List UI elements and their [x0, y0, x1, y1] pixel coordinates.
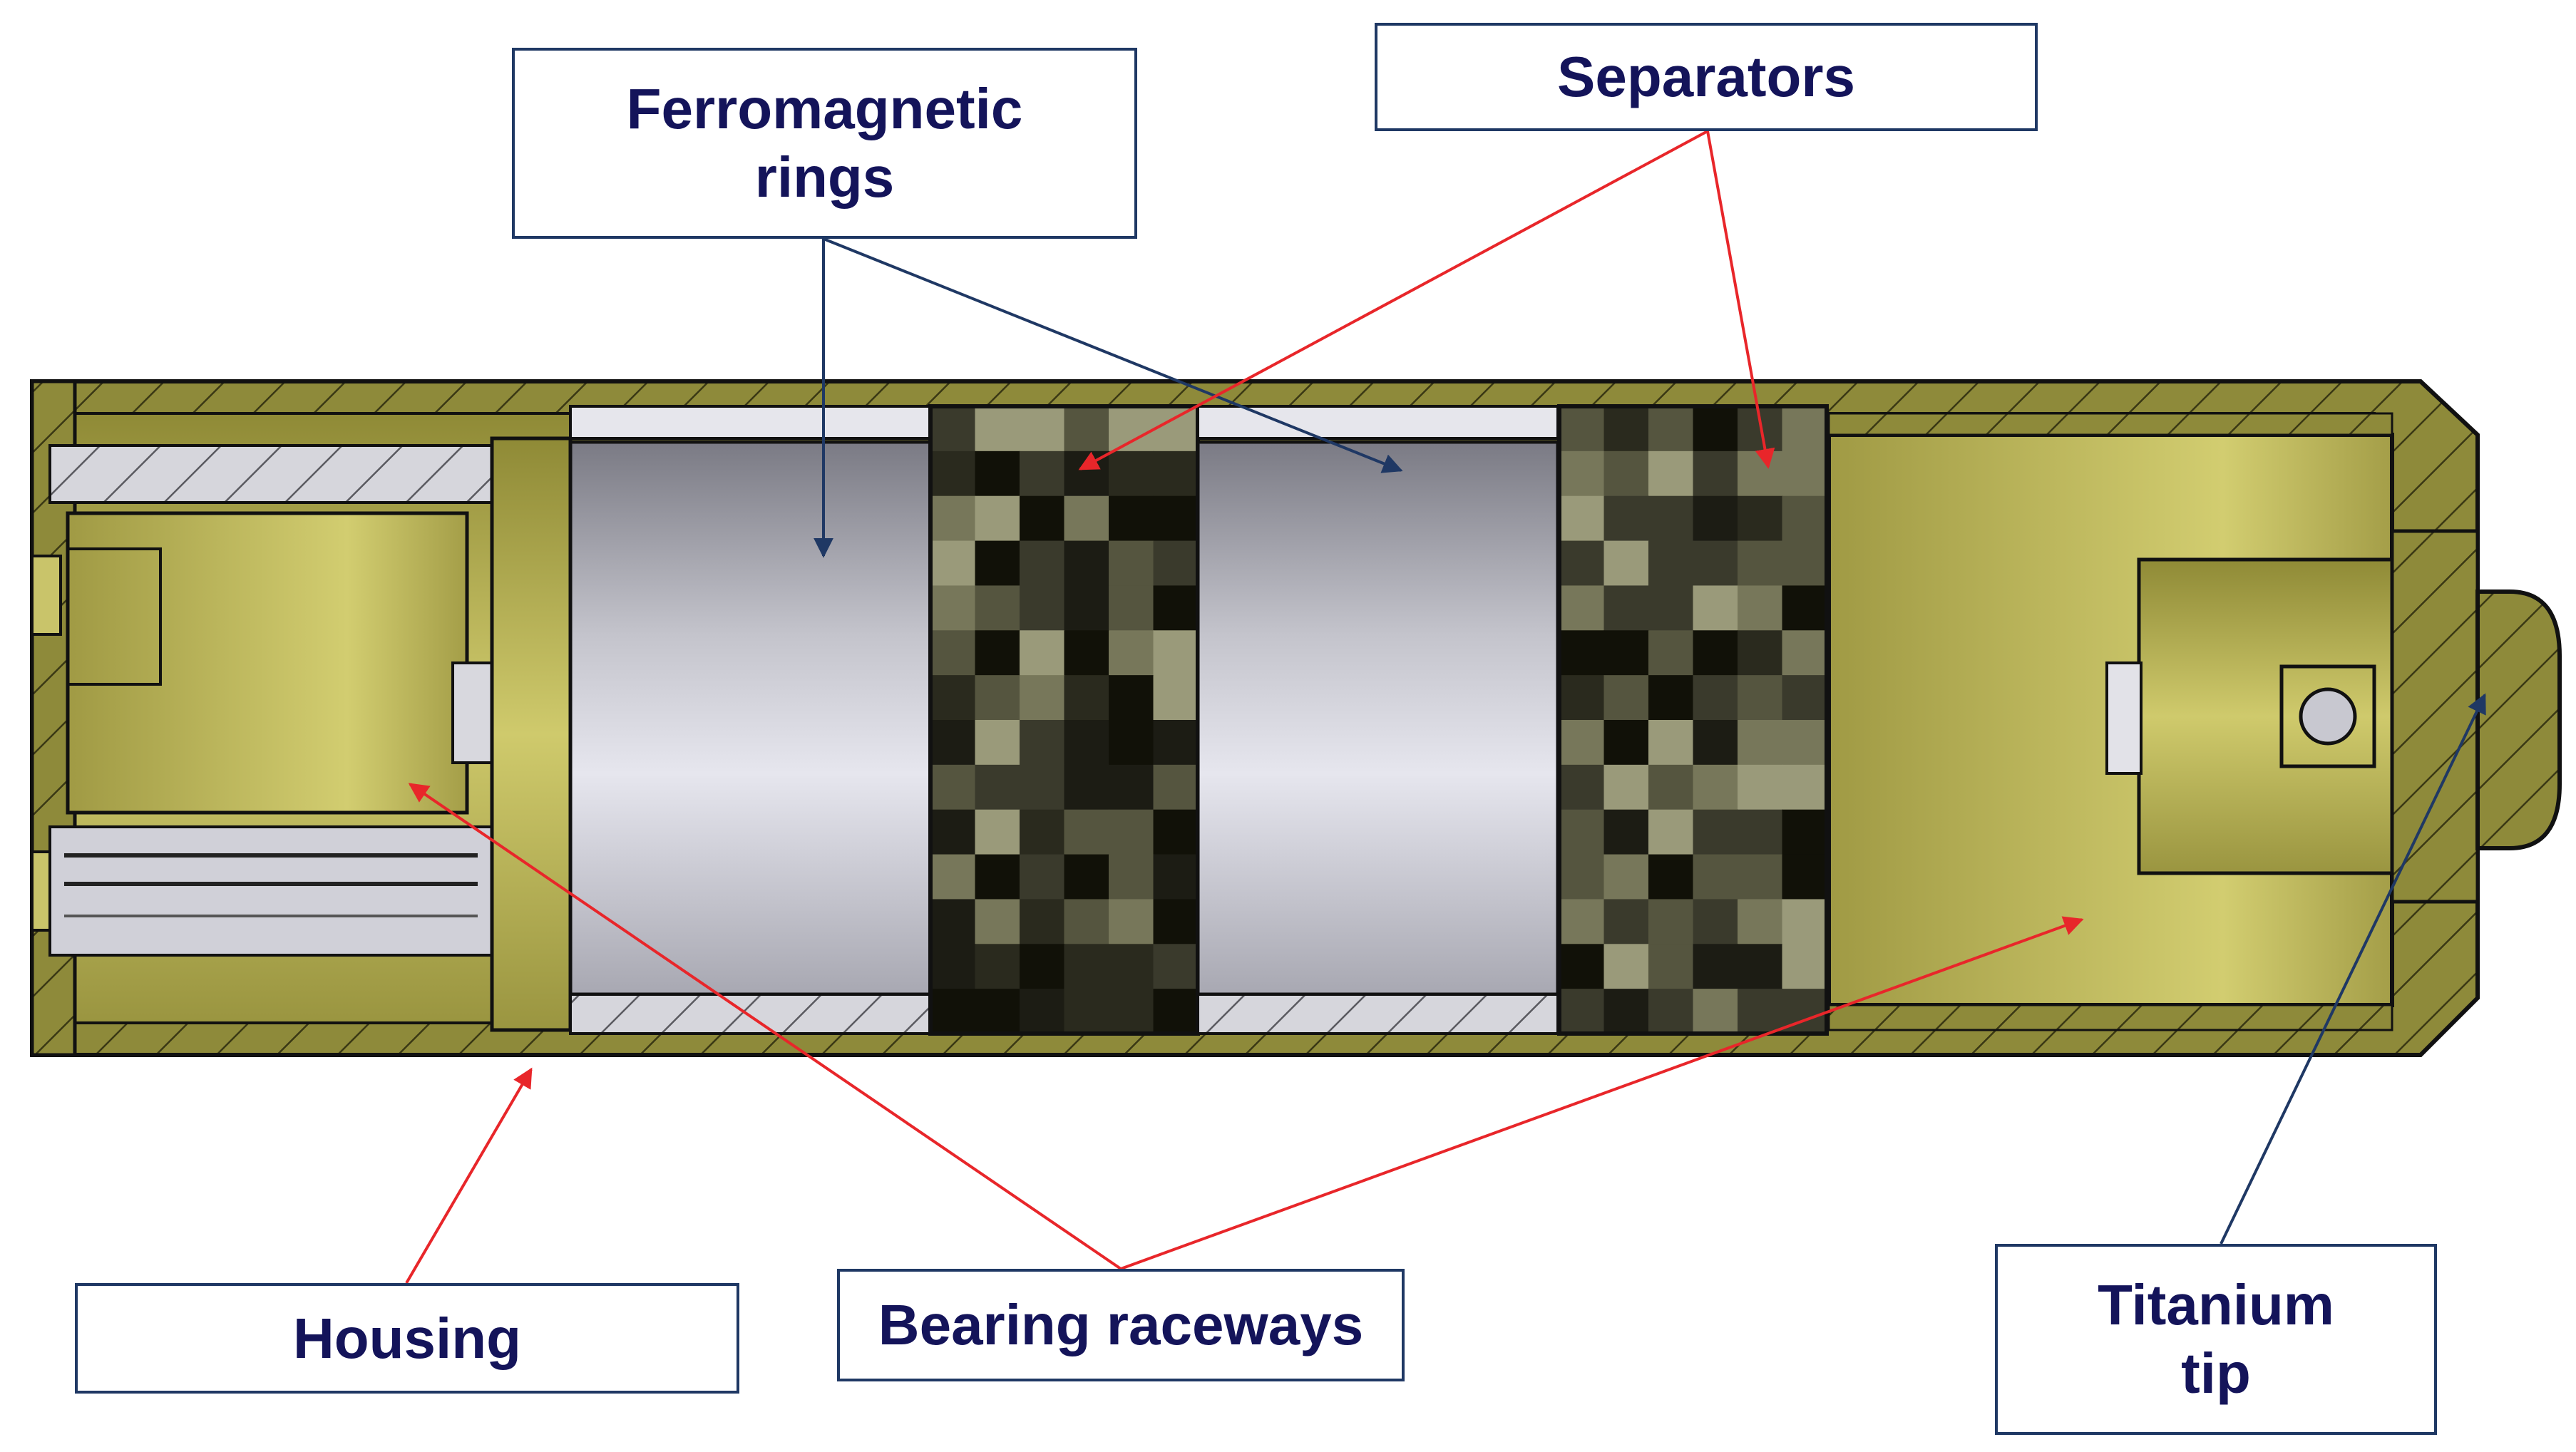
label-titanium-tip: Titanium tip — [1995, 1244, 2437, 1435]
label-tip-line1: Titanium — [2098, 1273, 2334, 1337]
left-bearing-raceway — [48, 436, 573, 1032]
arrow-bearing-2 — [1120, 916, 2084, 1270]
ferromagnetic-ring-1 — [568, 405, 933, 1035]
arrow-sep-2 — [1706, 130, 1775, 469]
arrow-bearing-1 — [408, 783, 1122, 1270]
separator-2 — [1557, 404, 1829, 1036]
titanium-tip — [2475, 589, 2562, 850]
separator-1 — [928, 404, 1200, 1036]
label-ferromagnetic-rings: Ferromagnetic rings — [512, 48, 1137, 239]
label-ferromagnetic-line1: Ferromagnetic — [626, 77, 1023, 140]
arrow-housing — [405, 1067, 533, 1284]
arrow-tip — [2220, 693, 2486, 1245]
label-ferromagnetic-line2: rings — [754, 145, 895, 209]
arrow-sep-1 — [1078, 130, 1708, 470]
label-separators: Separators — [1375, 23, 2038, 131]
label-bearing-raceways: Bearing raceways — [837, 1269, 1405, 1381]
right-bearing-raceway — [1827, 412, 2480, 1031]
label-housing: Housing — [75, 1283, 739, 1394]
ferromagnetic-ring-2 — [1196, 405, 1560, 1035]
label-bearing-text: Bearing raceways — [878, 1293, 1364, 1356]
label-housing-text: Housing — [293, 1306, 521, 1370]
callout-arrows — [405, 130, 2486, 1284]
arrow-ferro-2 — [823, 237, 1403, 473]
label-tip-line2: tip — [2181, 1342, 2251, 1405]
label-separators-text: Separators — [1557, 45, 1855, 108]
